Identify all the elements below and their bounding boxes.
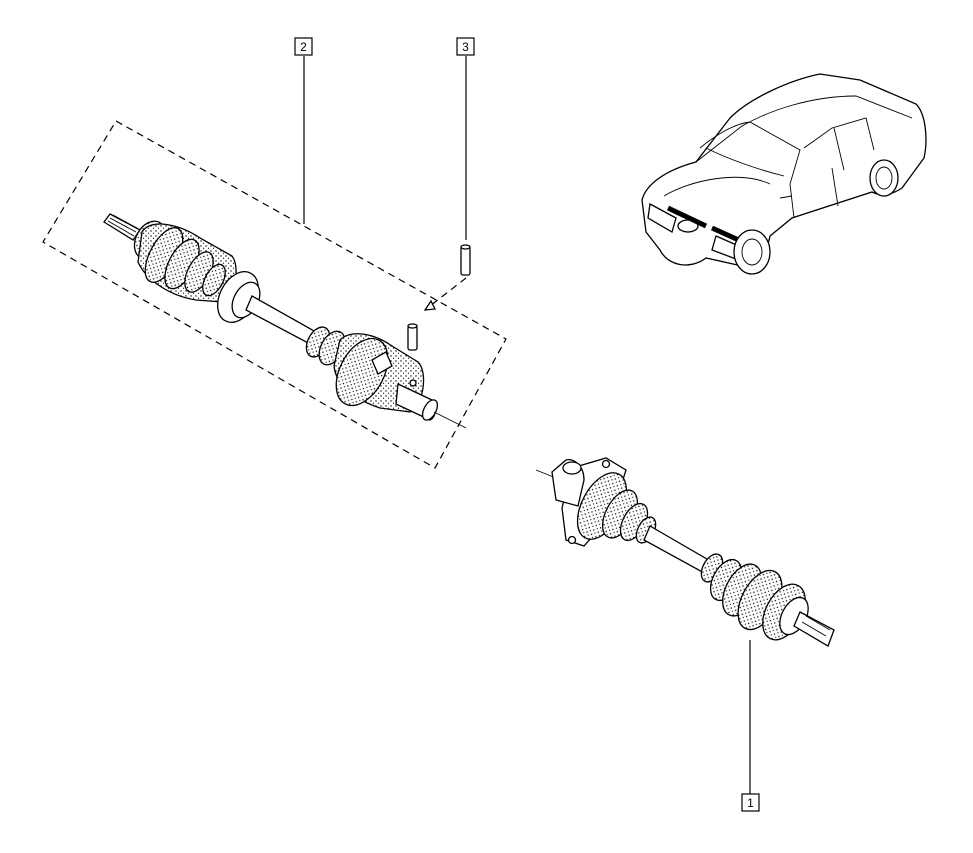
callout-1: 1	[741, 640, 760, 812]
callout-3-label: 3	[462, 40, 469, 54]
car-location-icon	[641, 73, 927, 275]
driveshaft-assembly-left	[103, 213, 467, 429]
callout-2: 2	[294, 37, 313, 224]
callout-1-label: 1	[747, 796, 754, 810]
roll-pin	[460, 244, 471, 276]
kit-outline-dashed	[42, 120, 507, 469]
callout-2-label: 2	[300, 40, 307, 54]
driveshaft-assembly-right	[535, 457, 835, 647]
callout-3: 3	[456, 37, 475, 240]
